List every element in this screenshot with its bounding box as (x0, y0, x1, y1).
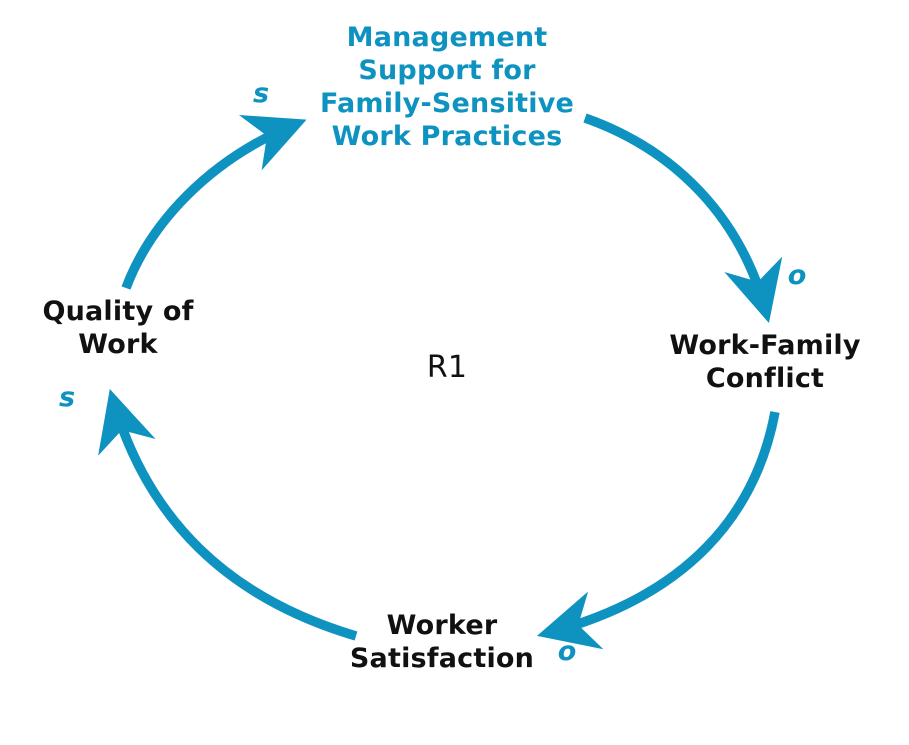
link-worker-satisfaction-to-quality-of-work (98, 389, 358, 641)
node-quality-of-work[interactable]: Quality of Work (42, 296, 194, 360)
polarity-label-work-family-conflict-to-worker-satisfaction: o (557, 636, 577, 667)
polarity-label-management-support-to-work-family-conflict: o (787, 260, 807, 291)
polarity-label-worker-satisfaction-to-quality-of-work: s (58, 382, 76, 413)
link-quality-of-work-to-management-support (121, 115, 307, 290)
node-work-family-conflict[interactable]: Work-Family Conflict (669, 330, 861, 394)
link-management-support-to-work-family-conflict (583, 113, 783, 324)
node-management-support[interactable]: Management Support for Family-Sensitive … (319, 22, 575, 152)
loop-identifier-r1: R1 (426, 350, 468, 385)
link-work-family-conflict-to-worker-satisfaction (536, 411, 780, 650)
node-worker-satisfaction[interactable]: Worker Satisfaction (349, 610, 535, 674)
polarity-label-quality-of-work-to-management-support: s (252, 78, 270, 109)
